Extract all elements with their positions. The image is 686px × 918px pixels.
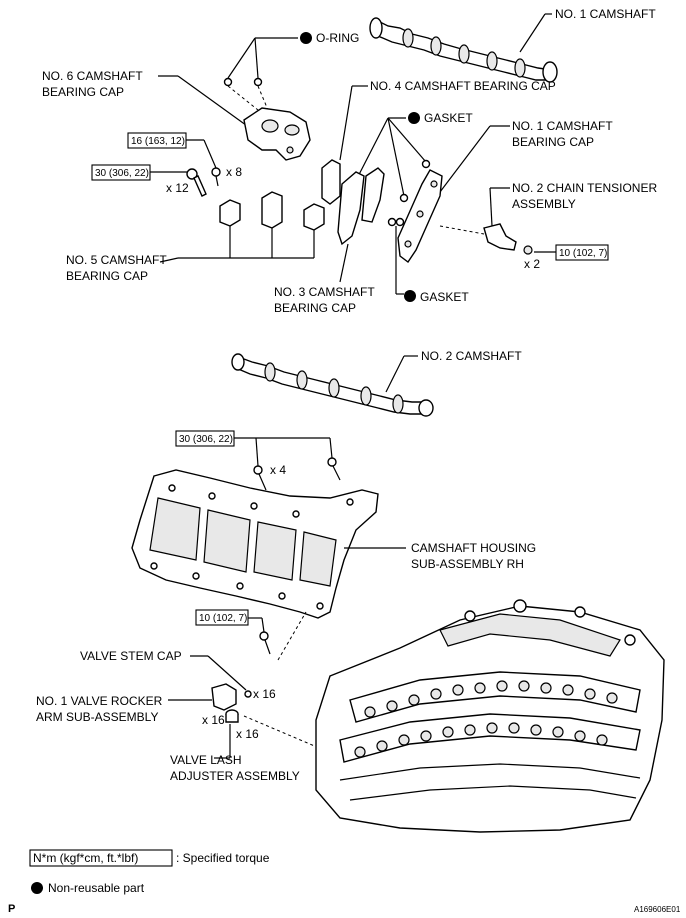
- gasket-top-label: GASKET: [424, 111, 473, 125]
- no5-cap-label-line1: NO. 5 CAMSHAFT: [66, 253, 167, 267]
- camshaft-housing-drawing: [131, 469, 379, 619]
- gasket-bottom-parts: [387, 217, 405, 295]
- legend-torque: N*m (kgf*cm, ft.*lbf) : Specified torque: [29, 849, 270, 867]
- footer-code: A169606E01: [634, 905, 681, 914]
- o-ring-bullet-icon: [300, 32, 312, 44]
- no1-cap-label-line2: BEARING CAP: [512, 135, 594, 149]
- no3-cap-label-line1: NO. 3 CAMSHAFT: [274, 285, 375, 299]
- no1-camshaft-drawing: [369, 13, 558, 83]
- t10a-box: 10 (102, 7): [555, 244, 609, 261]
- valve-stem-cap-label: VALVE STEM CAP: [80, 649, 182, 663]
- bolt-x12-drawing: [186, 168, 207, 197]
- t30a-box: 30 (306, 22): [91, 164, 151, 181]
- housing-label-line2: SUB-ASSEMBLY RH: [411, 557, 524, 571]
- q12-label: x 12: [166, 181, 189, 195]
- t30b-value: 30 (306, 22): [179, 434, 233, 445]
- rocker-label-line2: ARM SUB-ASSEMBLY: [36, 710, 158, 724]
- q16a-label: x 16: [253, 687, 276, 701]
- t10a-value: 10 (102, 7): [559, 248, 607, 259]
- bolt-x8-drawing: [211, 167, 221, 187]
- rocker-arm-drawing: [211, 683, 237, 711]
- o-ring-label: O-RING: [316, 31, 359, 45]
- legend-nonreusable-bullet-icon: [31, 882, 43, 894]
- footer-letter: P: [8, 903, 15, 915]
- q8-label: x 8: [226, 165, 242, 179]
- no5-cap-label-line2: BEARING CAP: [66, 269, 148, 283]
- t30a-value: 30 (306, 22): [95, 168, 149, 179]
- q16c-label: x 16: [236, 727, 259, 741]
- gasket-top-bullet-icon: [408, 112, 420, 124]
- no2-tensioner-label-line1: NO. 2 CHAIN TENSIONER: [512, 181, 657, 195]
- t30b-leaders: [234, 437, 341, 491]
- rocker-label-line1: NO. 1 VALVE ROCKER: [36, 694, 163, 708]
- no3-cap-label-line2: BEARING CAP: [274, 301, 356, 315]
- no1-camshaft-label: NO. 1 CAMSHAFT: [555, 7, 656, 21]
- q4-label: x 4: [270, 463, 286, 477]
- no5-caps-drawing: [219, 159, 385, 246]
- t16-box: 16 (163, 12): [127, 132, 187, 149]
- legend-torque-desc: : Specified torque: [176, 851, 270, 865]
- lash-label-line1: VALVE LASH: [170, 753, 242, 767]
- no2-tensioner-drawing: [439, 223, 533, 255]
- lash-label-line2: ADJUSTER ASSEMBLY: [170, 769, 300, 783]
- t10b-box: 10 (102, 7): [195, 609, 249, 626]
- t30b-box: 30 (306, 22): [175, 430, 235, 447]
- no2-tensioner-label-line2: ASSEMBLY: [512, 197, 576, 211]
- valve-stem-cap-part: [244, 690, 252, 698]
- o-ring-leaders: [223, 37, 298, 111]
- gasket-bottom-label: GASKET: [420, 290, 469, 304]
- q2-label: x 2: [524, 257, 540, 271]
- no6-cap-label-line2: BEARING CAP: [42, 85, 124, 99]
- t10b-value: 10 (102, 7): [199, 613, 247, 624]
- legend-torque-box-text: N*m (kgf*cm, ft.*lbf): [33, 851, 138, 865]
- t16-value: 16 (163, 12): [131, 136, 185, 147]
- housing-label-line1: CAMSHAFT HOUSING: [411, 541, 536, 555]
- cylinder-head-drawing: [315, 599, 665, 833]
- no1-cap-drawing: [397, 169, 443, 264]
- no2-camshaft-label: NO. 2 CAMSHAFT: [421, 349, 522, 363]
- q16b-label: x 16: [202, 713, 225, 727]
- legend-nonreusable-text: Non-reusable part: [48, 881, 145, 895]
- no5-cap-leaders: [159, 226, 315, 263]
- no2-camshaft-drawing: [231, 353, 434, 417]
- no6-cap-label-line1: NO. 6 CAMSHAFT: [42, 69, 143, 83]
- no4-cap-label: NO. 4 CAMSHAFT BEARING CAP: [370, 79, 556, 93]
- no6-cap-drawing: [243, 107, 311, 161]
- t10b-leaders: [248, 611, 307, 661]
- gasket-bottom-bullet-icon: [404, 290, 416, 302]
- no1-cap-label-line1: NO. 1 CAMSHAFT: [512, 119, 613, 133]
